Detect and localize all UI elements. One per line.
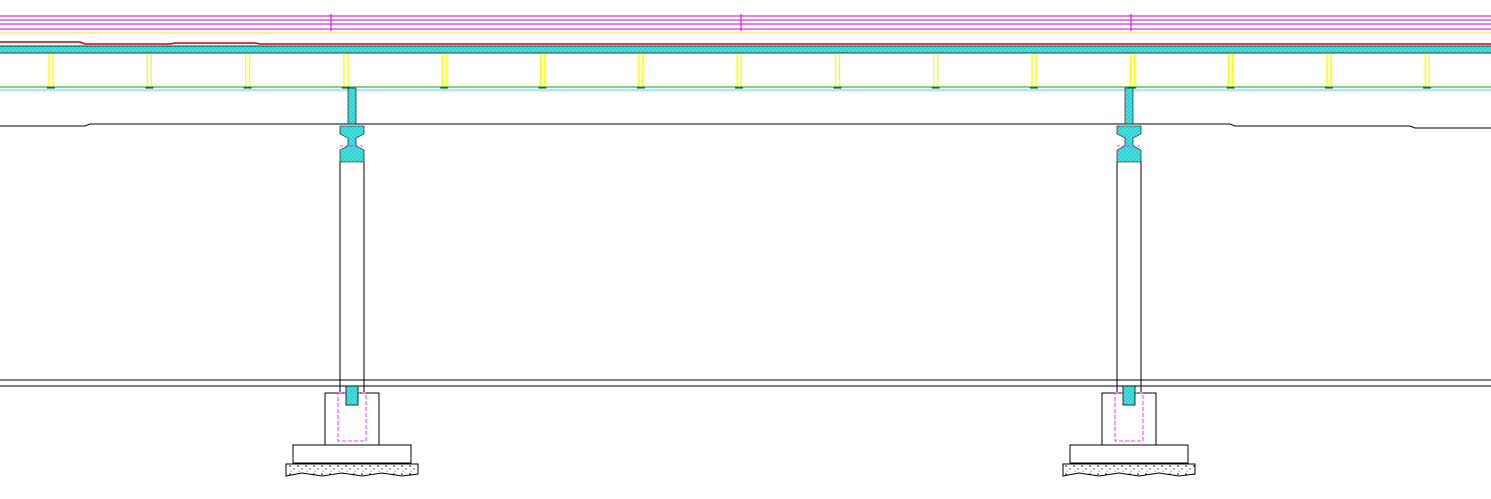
purlin: [1128, 54, 1137, 89]
column: [1062, 87, 1196, 477]
purlin: [538, 54, 547, 89]
purlin: [341, 54, 350, 89]
purlin: [735, 54, 744, 89]
purlin: [636, 54, 645, 89]
deck-slab: [0, 41, 1491, 54]
purlin: [243, 54, 252, 89]
purlin: [1423, 54, 1432, 89]
ground-lines: [0, 379, 1491, 387]
purlin: [833, 54, 842, 89]
purlin: [440, 54, 449, 89]
main-beam-line: [0, 123, 1491, 129]
columns: [285, 87, 1196, 477]
purlin: [1030, 54, 1038, 89]
roof-magenta-lines: [0, 14, 1491, 34]
purlin: [145, 54, 154, 89]
bottom-chord: [0, 86, 1491, 91]
purlin-row: [47, 54, 1432, 89]
purlin: [1324, 54, 1333, 89]
purlin: [931, 54, 940, 89]
purlin: [47, 54, 55, 89]
purlin: [1226, 54, 1235, 89]
column: [285, 87, 419, 477]
